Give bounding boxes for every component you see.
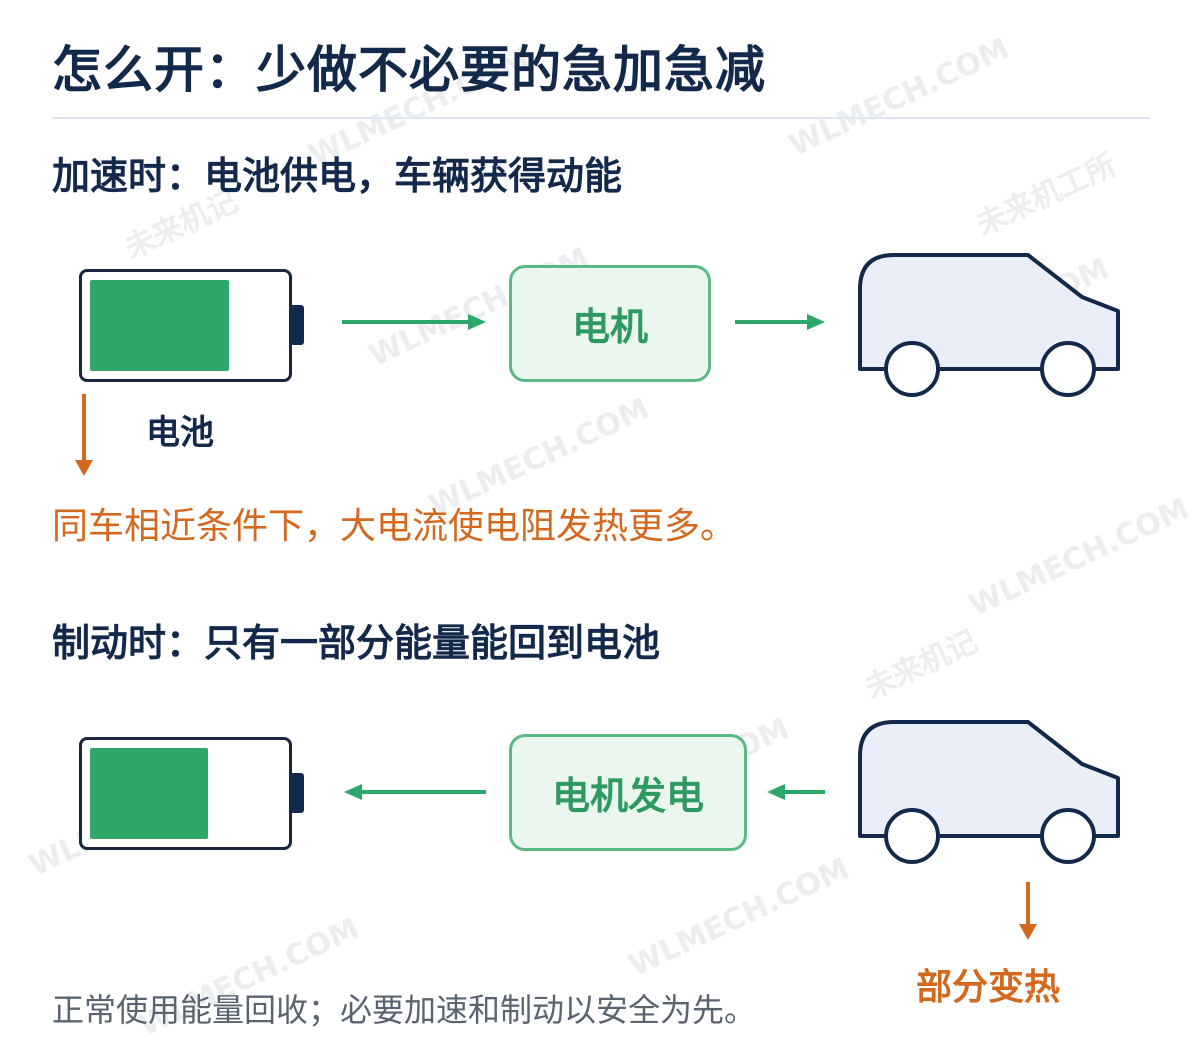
resistance-heat-note: 同车相近条件下，大电流使电阻发热更多。 xyxy=(52,506,737,547)
battery-icon xyxy=(79,269,292,382)
acceleration-heading: 加速时：电池供电，车辆获得动能 xyxy=(52,154,623,198)
watermark: 未来机记 xyxy=(859,623,984,707)
heat-label: 部分变热 xyxy=(916,967,1061,1008)
watermark: 未来机工所 xyxy=(971,147,1122,243)
arrow-right-icon xyxy=(342,314,486,330)
motor-label: 电机 xyxy=(571,305,648,349)
arrow-left-icon xyxy=(767,784,825,800)
braking-heading: 制动时：只有一部分能量能回到电池 xyxy=(52,621,661,665)
watermark: WLMECH.COM xyxy=(963,491,1195,624)
motor-box: 电机 xyxy=(509,265,711,382)
arrow-down-icon xyxy=(1019,882,1037,940)
arrow-right-icon xyxy=(735,314,825,330)
battery-terminal xyxy=(290,305,304,345)
battery-fill xyxy=(90,748,208,839)
battery-fill xyxy=(90,280,229,371)
watermark: WLMECH.COM xyxy=(783,31,1015,164)
generator-box: 电机发电 xyxy=(509,734,747,851)
generator-label: 电机发电 xyxy=(551,774,704,818)
arrow-left-icon xyxy=(344,784,486,800)
arrow-down-icon xyxy=(75,394,93,476)
car-icon xyxy=(858,720,1120,864)
battery-terminal xyxy=(290,773,304,813)
battery-icon xyxy=(79,737,292,850)
watermark: WLMECH.COM xyxy=(623,851,855,984)
title-divider xyxy=(52,117,1150,119)
footer-note: 正常使用能量回收；必要加速和制动以安全为先。 xyxy=(52,991,757,1029)
battery-label: 电池 xyxy=(146,413,214,453)
page-title: 怎么开：少做不必要的急加急减 xyxy=(52,41,766,99)
car-icon xyxy=(858,253,1120,397)
